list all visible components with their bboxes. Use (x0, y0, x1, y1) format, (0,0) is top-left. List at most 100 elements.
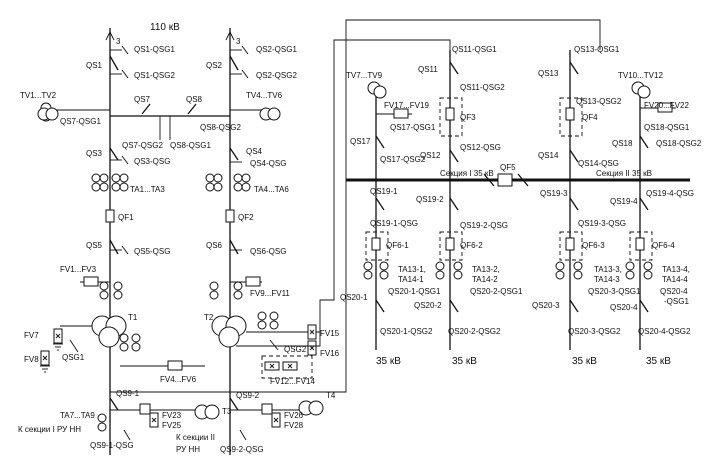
label-qf5: QF5 (500, 163, 516, 172)
label-qs20-1: QS20-1 (340, 293, 368, 302)
branch-tv7-tv9: TV7...TV9 FV17...FV19 QS17-QSG1 QS17 QS1… (346, 71, 436, 180)
label-qs13: QS13 (538, 69, 559, 78)
label-qs19-3: QS19-3 (540, 189, 568, 198)
disconnector-qs3 (109, 147, 119, 161)
label-t4: T4 (326, 391, 336, 400)
bridge-qs7-qs8: QS7 QS8 QS7-QSG2 QS8-QSG1 QS8-QSG2 (110, 95, 241, 150)
label-qs3-qsg: QS3-QSG (134, 157, 170, 166)
label-qs6: QS6 (206, 241, 223, 250)
disconnector-qs1 (109, 55, 119, 71)
label-ta13-3: TA13-3, (594, 265, 622, 274)
label-fv9-fv11: FV9...FV11 (250, 289, 290, 298)
feeder-2: QS19-2 QS19-2-QSG QF6-2 TA13-2, TA14-2 Q… (414, 180, 523, 367)
label-tv7-tv9: TV7...TV9 (346, 71, 383, 80)
label-qs19-2: QS19-2 (416, 195, 444, 204)
label-qs2-qsg1: QS2-QSG1 (256, 45, 297, 54)
label-qs12-qsg: QS12-QSG (460, 143, 501, 152)
label-qs14-qsg: QS14-QSG (578, 159, 619, 168)
column-110-right: 3 QS2 QS2-QSG1 QS2-QSG2 TV4...TV6 QS4 QS… (176, 28, 340, 455)
label-qs17: QS17 (350, 137, 371, 146)
label-fv23: FV23 (162, 411, 182, 420)
column-110-left: 3 QS1 QS1-QSG1 QS1-QSG2 TV1...TV2 QS7-QS… (18, 28, 232, 455)
input-number-right: 3 (236, 37, 241, 46)
label-section-2: Секция II 35 кВ (596, 169, 652, 178)
label-ta14-3: TA14-3 (594, 275, 620, 284)
branch-qf3: QS11-QSG1 QS11 QS11-QSG2 QF3 QS12-QSG QS… (418, 45, 505, 180)
label-ta14-2: TA14-2 (472, 275, 498, 284)
label-qs18: QS18 (612, 139, 633, 148)
disconnector-qs2 (229, 55, 239, 71)
label-qs7-qsg1: QS7-QSG1 (60, 117, 101, 126)
label-qs9-2-qsg: QS9-2-QSG (220, 445, 264, 454)
label-qs19-1-qsg: QS19-1-QSG (370, 219, 418, 228)
label-qf3: QF3 (460, 113, 476, 122)
label-qf1: QF1 (118, 213, 134, 222)
label-qs7-qsg2: QS7-QSG2 (122, 141, 163, 150)
label-qs5: QS5 (86, 241, 103, 250)
label-qs14: QS14 (538, 151, 559, 160)
transformer-t2 (211, 315, 247, 348)
label-fv7: FV7 (24, 331, 39, 340)
label-t1: T1 (128, 313, 138, 322)
label-35kv-1: 35 кВ (376, 356, 401, 367)
label-fv28: FV28 (284, 421, 304, 430)
transformer-t1 (91, 315, 127, 348)
label-qs19-3-qsg: QS19-3-QSG (578, 219, 626, 228)
label-35kv-2: 35 кВ (452, 356, 477, 367)
label-qs4: QS4 (246, 147, 263, 156)
lead-t2-35kv (236, 39, 451, 347)
label-fv8: FV8 (24, 355, 39, 364)
label-fv12-fv14: FV12...FV14 (270, 377, 315, 386)
label-qs1-qsg2: QS1-QSG2 (134, 71, 175, 80)
disconnector-qs9-1 (109, 397, 119, 411)
label-t2: T2 (204, 313, 214, 322)
label-qs20-3-qsg1: QS20-3-QSG1 (588, 287, 641, 296)
label-ta7-ta9: TA7...TA9 (60, 411, 95, 420)
label-ta13-1: TA13-1, (398, 265, 426, 274)
label-qs12: QS12 (420, 151, 441, 160)
label-fv1-fv3: FV1...FV3 (60, 265, 97, 274)
label-tv10-tv12: TV10...TV12 (618, 71, 663, 80)
label-ta13-2: TA13-2, (472, 265, 500, 274)
label-qs20-1-qsg2: QS20-1-QSG2 (380, 327, 433, 336)
lead-t1-35kv (109, 19, 601, 393)
label-qs8-qsg1: QS8-QSG1 (170, 141, 211, 150)
voltage-110-label: 110 кВ (150, 22, 180, 33)
label-qs11-qsg1: QS11-QSG1 (452, 45, 497, 54)
label-section-1: Секция I 35 кВ (440, 169, 494, 178)
label-qs20-4-qsg1b: -QSG1 (664, 297, 689, 306)
label-qs20-4: QS20-4 (610, 303, 638, 312)
label-qs2-qsg2: QS2-QSG2 (256, 71, 297, 80)
label-ta4-ta6: TA4...TA6 (254, 185, 289, 194)
label-fv20-fv22: FV20...FV22 (644, 101, 689, 110)
label-fv25: FV25 (162, 421, 182, 430)
label-tv1-tv2: TV1...TV2 (20, 91, 57, 100)
breaker-qf1 (105, 209, 115, 223)
label-qs19-4-qsg: QS19-4-QSG (646, 189, 694, 198)
label-qs20-4-qsg1: QS20-4 (660, 287, 688, 296)
label-fv16: FV16 (320, 349, 340, 358)
label-qs8: QS8 (186, 95, 203, 104)
breaker-qf5 (483, 173, 529, 187)
label-tv4-tv6: TV4...TV6 (246, 91, 283, 100)
label-k-sek2a: К секции II (176, 433, 215, 442)
label-ta14-4: TA14-4 (662, 275, 688, 284)
label-qs13-qsg1: QS13-QSG1 (574, 45, 620, 54)
label-qs20-2-qsg2: QS20-2-QSG2 (448, 327, 501, 336)
label-qs13-qsg2: QS13-QSG2 (576, 97, 622, 106)
disconnector-qs5 (109, 239, 119, 255)
label-qs18-qsg1: QS18-QSG1 (644, 123, 690, 132)
label-qs5-qsg: QS5-QSG (134, 247, 170, 256)
label-qs11-qsg2: QS11-QSG2 (460, 83, 505, 92)
label-qf4: QF4 (582, 113, 598, 122)
label-qs8-qsg2: QS8-QSG2 (200, 123, 241, 132)
label-fv15: FV15 (320, 329, 340, 338)
label-qs9-1-qsg: QS9-1-QSG (90, 441, 134, 450)
label-ta1-ta3: TA1...TA3 (130, 185, 165, 194)
label-qs4-qsg: QS4-QSG (250, 159, 286, 168)
label-ta13-4: TA13-4, (662, 265, 690, 274)
label-35kv-3: 35 кВ (572, 356, 597, 367)
input-number-left: 3 (116, 37, 121, 46)
label-qs7: QS7 (134, 95, 151, 104)
